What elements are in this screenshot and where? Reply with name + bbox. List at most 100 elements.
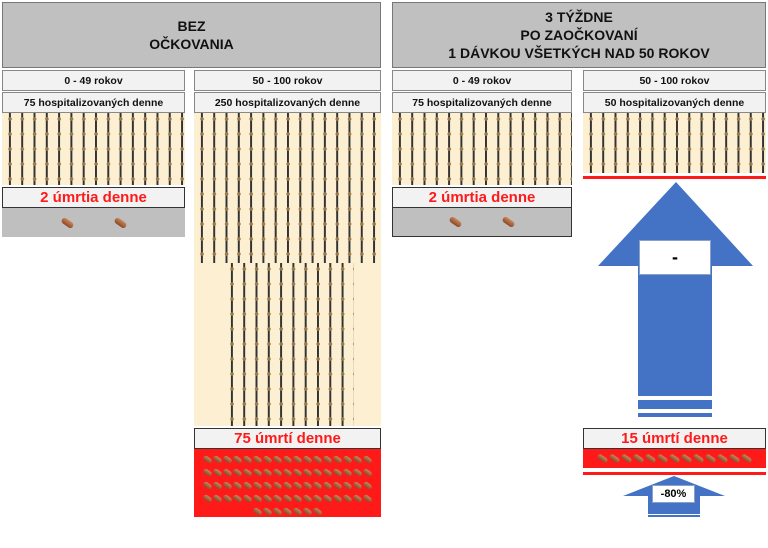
coffin-icon [202,454,213,465]
hospital-label: 50 hospitalizovaných denne [583,92,766,113]
coffin-icon [252,506,263,517]
coffin-icon [232,467,243,478]
coffin-icon [212,480,223,491]
coffin-icon [252,480,263,491]
hospital-label: 75 hospitalizovaných denne [392,92,572,113]
coffin-icon [312,454,323,465]
coffin-icon [728,453,741,464]
coffin-icon [242,480,253,491]
reduction-label: -80% [652,485,695,503]
coffin-icon [242,467,253,478]
coffin-icon [322,454,333,465]
deaths-label: 15 úmrtí denne [583,428,766,449]
coffin-icon [680,453,693,464]
age-label: 0 - 49 rokov [392,70,572,91]
coffin-icon [222,467,233,478]
coffin-icon [608,453,621,464]
hospital-label: 250 hospitalizovaných denne [194,92,381,113]
coffin-icon [322,493,333,504]
coffin-icon [362,493,373,504]
coffin-icon [272,493,283,504]
coffin-icon [656,453,669,464]
coffin-icon [352,493,363,504]
coffin-icon [644,453,657,464]
coffin-icon [232,493,243,504]
coffin-icon [352,454,363,465]
coffin-icon [322,467,333,478]
age-label: 50 - 100 rokov [583,70,766,91]
coffin-icon [282,480,293,491]
coffin-icon [501,215,516,229]
people-grid [583,113,766,173]
red-divider [583,176,766,179]
coffin-icon [202,467,213,478]
coffin-icon [312,506,323,517]
coffin-icon [272,480,283,491]
coffin-icon [252,454,263,465]
deaths-label: 2 úmrtia denne [2,187,185,208]
coffin-icon [312,480,323,491]
coffin-icon [252,467,263,478]
coffin-icon [282,506,293,517]
coffin-icon [302,480,313,491]
coffin-icon [252,493,263,504]
hospital-label: 75 hospitalizovaných denne [2,92,185,113]
coffin-icon [282,493,293,504]
coffin-icon [668,453,681,464]
header-no-vaccination: BEZ OČKOVANIA [2,2,381,68]
coffin-area [583,449,766,468]
people-grid [224,263,354,426]
arrow-label: - [639,240,711,275]
coffin-icon [232,454,243,465]
coffin-icon [362,480,373,491]
coffin-icon [342,454,353,465]
coffin-icon [282,454,293,465]
deaths-label: 2 úmrtia denne [392,187,572,208]
coffin-icon [312,493,323,504]
coffin-icon [632,453,645,464]
coffin-icon [272,506,283,517]
coffin-icon [212,493,223,504]
coffin-icon [112,216,128,229]
coffin-area [194,449,381,517]
coffin-icon [692,453,705,464]
coffin-icon [292,506,303,517]
coffin-icon [202,493,213,504]
coffin-icon [262,506,273,517]
coffin-icon [322,480,333,491]
coffin-icon [292,467,303,478]
coffin-icon [242,493,253,504]
coffin-icon [342,467,353,478]
coffin-icon [302,506,313,517]
coffin-icon [222,480,233,491]
coffin-icon [232,480,243,491]
big-up-arrow-icon [598,182,753,417]
people-area [194,113,381,426]
coffin-icon [262,493,273,504]
coffin-icon [342,493,353,504]
coffin-icon [202,480,213,491]
people-grid [194,113,381,263]
coffin-icon [352,467,363,478]
coffin-icon [332,493,343,504]
coffin-icon [362,467,373,478]
coffin-icon [332,480,343,491]
coffin-icon [212,467,223,478]
coffin-icon [272,454,283,465]
coffin-icon [262,467,273,478]
coffin-icon [332,467,343,478]
coffin-icon [342,480,353,491]
red-divider [583,472,766,475]
coffin-icon [302,467,313,478]
deaths-label: 75 úmrtí denne [194,428,381,449]
coffin-icon [448,215,463,229]
coffin-icon [716,453,729,464]
coffin-icon [302,454,313,465]
coffin-icon [242,454,253,465]
coffin-icon [596,453,609,464]
header-after-vaccination: 3 TÝŽDNE PO ZAOČKOVANÍ 1 DÁVKOU VŠETKÝCH… [392,2,766,68]
coffin-icon [352,480,363,491]
age-label: 50 - 100 rokov [194,70,381,91]
coffin-icon [362,454,373,465]
coffin-icon [292,493,303,504]
